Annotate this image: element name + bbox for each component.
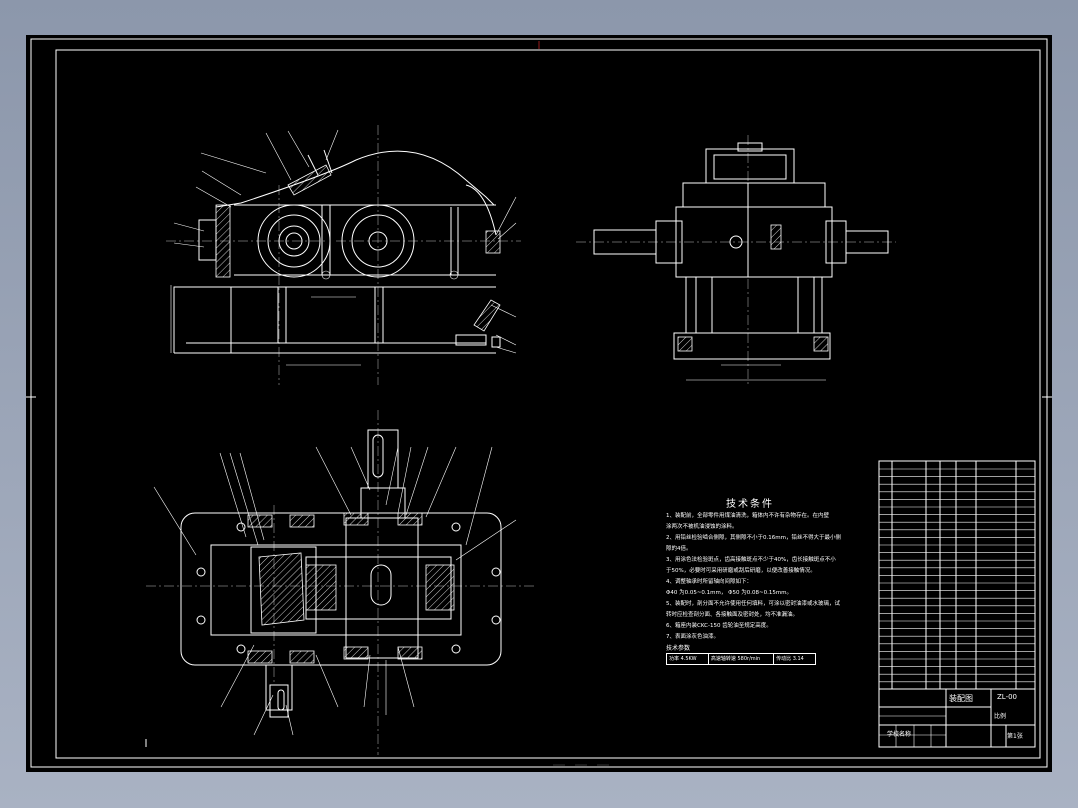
parts-list bbox=[878, 460, 1036, 690]
note-line: 7、表面涂灰色油漆。 bbox=[666, 634, 719, 640]
title-block-text: 装配图 ZL-00 比例 学校名称 第1张 bbox=[879, 689, 1035, 747]
note-line: 涂两次不被机油浸蚀的涂料。 bbox=[666, 524, 738, 530]
note-line: 4、调整轴承时所留轴向间隙如下： bbox=[666, 579, 753, 585]
school-name: 学校名称 bbox=[887, 731, 912, 738]
notes-title: 技术条件 bbox=[726, 499, 774, 510]
spec-label: 技术参数 bbox=[666, 645, 691, 652]
sheet-number: 第1张 bbox=[1007, 733, 1023, 740]
cad-drawing bbox=[26, 38, 1052, 768]
drawing-number: ZL-00 bbox=[997, 693, 1018, 701]
drawing-name: 装配图 bbox=[949, 694, 973, 703]
drawing-sheet: 技术条件 1、装配前，全部零件用煤油清洗，箱体内不许有杂物存在。在内壁涂两次不被… bbox=[26, 35, 1052, 772]
note-line: Φ40 为0.05~0.1mm， Φ50 为0.08~0.15mm。 bbox=[666, 590, 793, 596]
spec-ratio: 传动比 3.14 bbox=[776, 656, 804, 662]
spec-speed: 高速轴转速 580r/min bbox=[709, 654, 775, 664]
note-line: 6、箱座内装CKC-150 齿轮油至规定高度。 bbox=[666, 623, 772, 629]
side-view bbox=[576, 135, 896, 385]
title-block bbox=[878, 688, 1036, 748]
note-line: 1、装配前，全部零件用煤油清洗，箱体内不许有杂物存在。在内壁 bbox=[666, 513, 830, 519]
drawing-scale: 比例 bbox=[994, 713, 1007, 720]
spec-table: 功率 4.5KW 高速轴转速 580r/min 传动比 3.14 bbox=[666, 653, 816, 665]
note-line: 2、用铅丝检验啮合侧隙，其侧隙不小于0.16mm，铅丝不得大于最小侧 bbox=[666, 535, 841, 541]
note-line: 3、用涂色法检验斑点，齿高接触斑点不少于40%，齿长接触斑点不小 bbox=[666, 557, 836, 563]
note-line: 转时应检查剖分面、各接触面及密封处，均不准漏油。 bbox=[666, 612, 799, 618]
spec-power: 功率 4.5KW bbox=[667, 654, 709, 664]
bottom-marks bbox=[553, 764, 609, 766]
parts-list-rows bbox=[879, 468, 1035, 683]
plan-view bbox=[146, 410, 536, 755]
note-line: 于50%，必要时可采用研磨或刮后研磨，以便改善接触情况。 bbox=[666, 568, 816, 574]
note-line: 隙的4倍。 bbox=[666, 546, 692, 552]
sheet-border bbox=[26, 38, 1052, 768]
notes-list: 1、装配前，全部零件用煤油清洗，箱体内不许有杂物存在。在内壁涂两次不被机油浸蚀的… bbox=[666, 511, 866, 643]
front-view bbox=[166, 125, 521, 385]
note-line: 5、装配时，剖分面不允许使用任何填料，可涂以密封油漆或水玻璃，试 bbox=[666, 601, 841, 607]
